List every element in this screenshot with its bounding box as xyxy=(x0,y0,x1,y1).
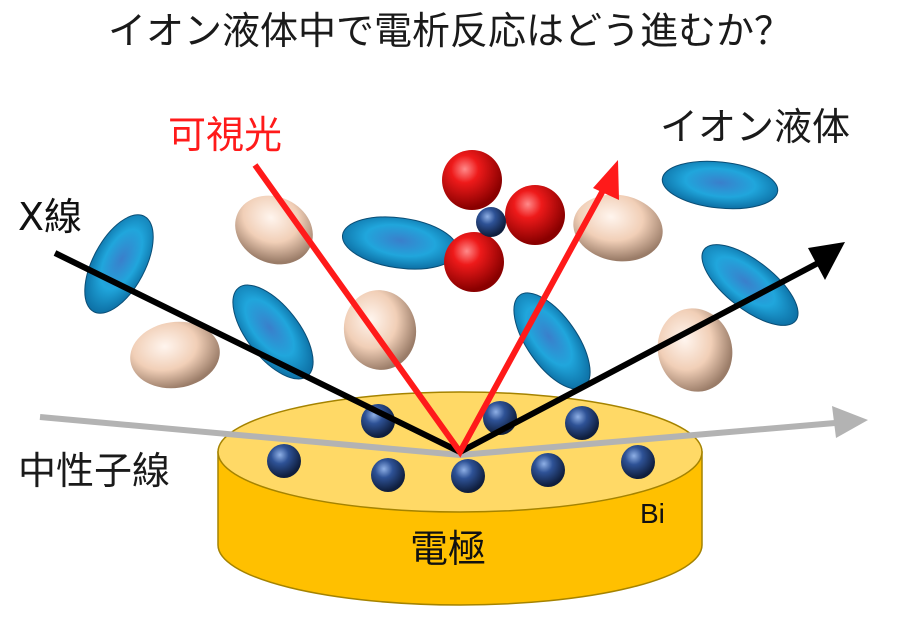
electrode-label: 電極 xyxy=(410,527,487,571)
page-title: イオン液体中で電析反応はどう進むか？ xyxy=(107,9,792,53)
oxygen-atom xyxy=(442,150,502,210)
oxygen-atom xyxy=(505,185,565,245)
anion-ellipsoid xyxy=(232,284,314,380)
bi-atom xyxy=(267,444,301,478)
bi-atom xyxy=(621,445,655,479)
bi-atom xyxy=(451,459,485,493)
ionic-liquid-label: イオン液体 xyxy=(660,105,851,149)
neutron-label: 中性子線 xyxy=(18,449,171,493)
cation-sphere xyxy=(130,321,220,389)
oxygen-atom xyxy=(444,232,504,292)
ionic-liquid-molecules xyxy=(84,160,799,392)
visible-light-beam xyxy=(252,160,619,458)
xray-label: X線 xyxy=(18,195,83,239)
bi-label: Bi xyxy=(640,498,665,529)
anion-ellipsoid xyxy=(661,160,779,210)
electrode xyxy=(217,391,703,606)
cation-sphere xyxy=(573,194,663,262)
center-atom xyxy=(476,207,506,237)
bi-atom xyxy=(531,453,565,487)
neutron-beam-arrowhead xyxy=(832,406,868,438)
xray-beam-arrowhead xyxy=(808,242,845,280)
visible-light-beam-arrowhead xyxy=(593,160,619,200)
bi-atom xyxy=(371,458,405,492)
bi-atom xyxy=(361,404,395,438)
anion-ellipsoid xyxy=(84,214,154,314)
visible-light-beam-line xyxy=(252,163,609,458)
bi-atoms xyxy=(267,401,655,493)
bi-atom xyxy=(565,406,599,440)
cation-sphere xyxy=(235,195,313,265)
visible-light-label: 可視光 xyxy=(168,113,283,157)
oxo-cluster xyxy=(442,150,565,292)
cation-sphere xyxy=(657,308,733,392)
anion-ellipsoid xyxy=(341,216,459,270)
